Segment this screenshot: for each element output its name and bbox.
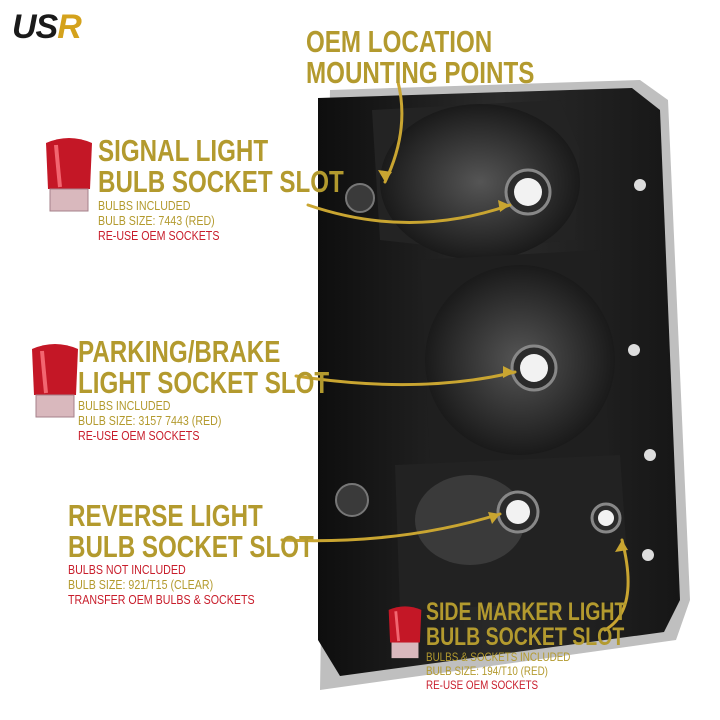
parking-detail3: RE-USE OEM SOCKETS xyxy=(78,428,200,443)
reverse-line2: BULB SOCKET SLOT xyxy=(68,529,314,564)
parking-heading: PARKING/BRAKE LIGHT SOCKET SLOT xyxy=(78,336,329,398)
side-marker-detail2: BULB SIZE: 194/T10 (RED) xyxy=(426,664,548,678)
side-marker-detail1: BULBS & SOCKETS INCLUDED xyxy=(426,650,571,664)
red-bulb-icon xyxy=(32,344,78,418)
signal-line1: SIGNAL LIGHT xyxy=(98,133,269,168)
signal-detail3: RE-USE OEM SOCKETS xyxy=(98,228,220,243)
logo-text: US xyxy=(12,8,58,46)
reverse-details: BULBS NOT INCLUDED BULB SIZE: 921/T15 (C… xyxy=(68,562,255,607)
side-marker-line2: BULB SOCKET SLOT xyxy=(426,623,625,651)
side-marker-heading: SIDE MARKER LIGHT BULB SOCKET SLOT xyxy=(426,600,626,650)
parking-details: BULBS INCLUDED BULB SIZE: 3157 7443 (RED… xyxy=(78,398,221,443)
signal-line2: BULB SOCKET SLOT xyxy=(98,164,344,199)
oem-mount-line2: MOUNTING POINTS xyxy=(306,55,535,90)
reverse-heading: REVERSE LIGHT BULB SOCKET SLOT xyxy=(68,500,314,562)
signal-detail1: BULBS INCLUDED xyxy=(98,198,191,213)
signal-details: BULBS INCLUDED BULB SIZE: 7443 (RED) RE-… xyxy=(98,198,219,243)
side-marker-details: BULBS & SOCKETS INCLUDED BULB SIZE: 194/… xyxy=(426,650,570,692)
side-marker-line1: SIDE MARKER LIGHT xyxy=(426,598,627,626)
parking-line2: LIGHT SOCKET SLOT xyxy=(78,365,330,400)
oem-mount-line1: OEM LOCATION xyxy=(306,24,493,59)
parking-detail1: BULBS INCLUDED xyxy=(78,398,171,413)
logo-accent: R xyxy=(57,8,82,46)
signal-heading: SIGNAL LIGHT BULB SOCKET SLOT xyxy=(98,135,344,197)
reverse-detail2: BULB SIZE: 921/T15 (CLEAR) xyxy=(68,577,214,592)
red-bulb-icon xyxy=(388,606,422,659)
brand-logo: USR xyxy=(12,8,82,47)
parking-detail2: BULB SIZE: 3157 7443 (RED) xyxy=(78,413,222,428)
signal-detail2: BULB SIZE: 7443 (RED) xyxy=(98,213,215,228)
reverse-detail3: TRANSFER OEM BULBS & SOCKETS xyxy=(68,592,255,607)
oem-mount-heading: OEM LOCATION MOUNTING POINTS xyxy=(306,26,534,88)
parking-line1: PARKING/BRAKE xyxy=(78,334,281,369)
reverse-detail1: BULBS NOT INCLUDED xyxy=(68,562,186,577)
side-marker-detail3: RE-USE OEM SOCKETS xyxy=(426,678,539,692)
reverse-line1: REVERSE LIGHT xyxy=(68,498,263,533)
red-bulb-icon xyxy=(46,138,92,212)
